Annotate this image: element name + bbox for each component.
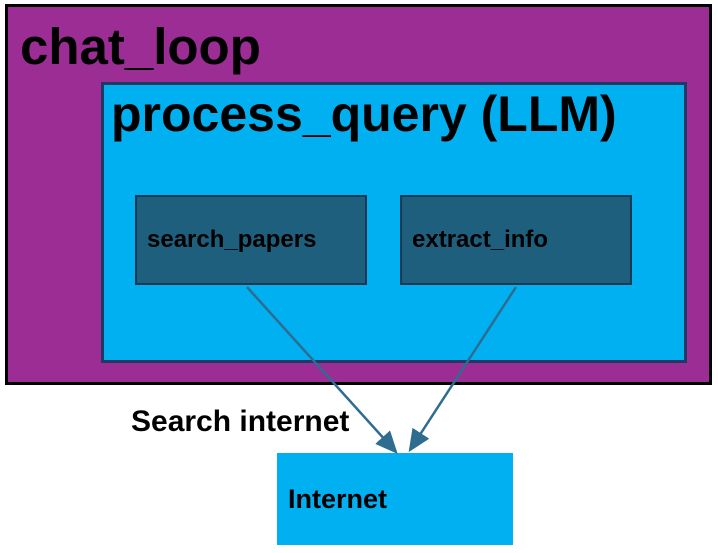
search-internet-label: Search internet [131,405,350,438]
search-papers-box: search_papers [135,195,367,285]
process-query-title: process_query (LLM) [111,86,617,142]
extract-info-box: extract_info [400,195,632,285]
search-papers-label: search_papers [147,226,317,253]
chat-loop-title: chat_loop [20,18,261,75]
internet-box: Internet [277,453,513,545]
internet-label: Internet [288,483,388,514]
extract-info-label: extract_info [412,226,549,253]
